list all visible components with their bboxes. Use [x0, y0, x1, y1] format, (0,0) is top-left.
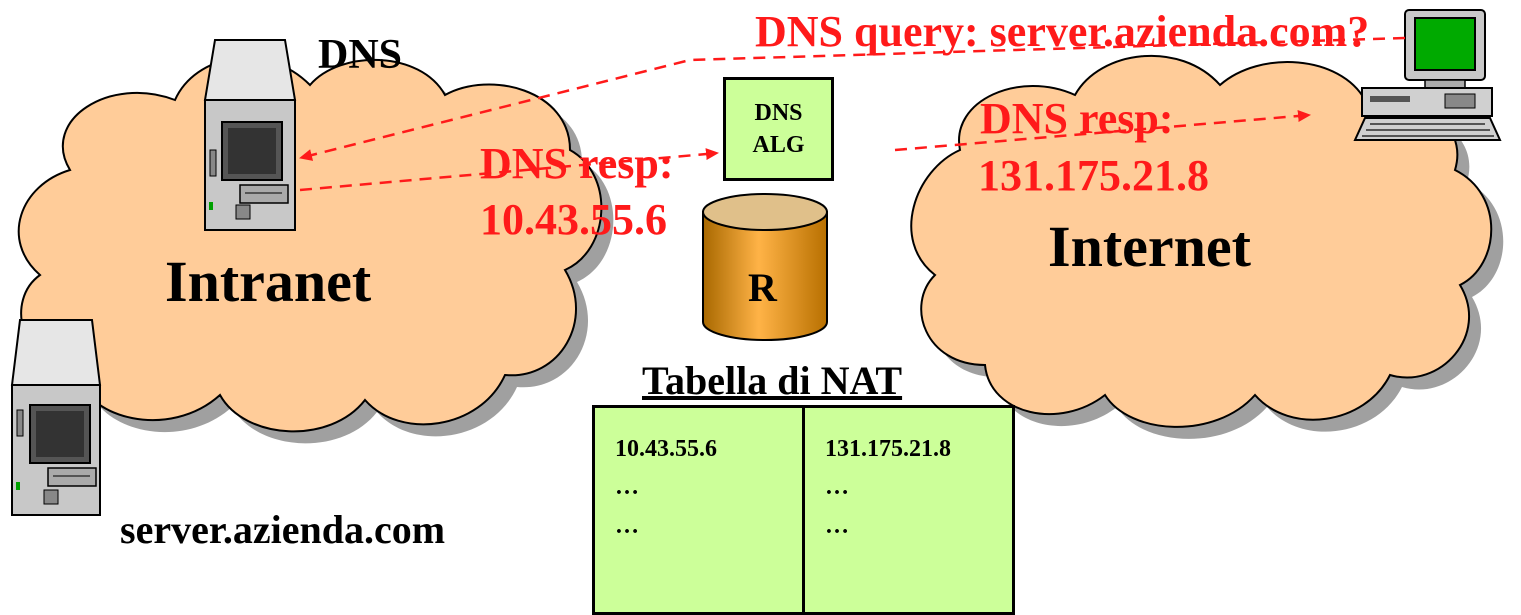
nat-internal-column: 10.43.55.6 … …: [595, 408, 802, 612]
router-label: R: [748, 265, 777, 310]
dns-query-message: DNS query: server.azienda.com?: [755, 7, 1370, 56]
external-response-arrow: [894, 110, 1311, 152]
nat-cell: 10.43.55.6: [615, 436, 717, 462]
client-computer-icon: [1353, 9, 1502, 141]
nat-dns-alg-diagram: DNS Intranet Internet server.azienda.com…: [10, 7, 1504, 615]
internet-cloud: [910, 54, 1504, 439]
external-resp-line1: DNS resp:: [980, 94, 1174, 143]
nat-table-title: Tabella di NAT: [642, 358, 903, 403]
dns-server-label: DNS: [318, 32, 403, 78]
internal-resp-line1: DNS resp:: [480, 139, 674, 188]
nat-external-column: 131.175.21.8 … …: [802, 408, 1012, 612]
intranet-label: Intranet: [165, 249, 372, 314]
internet-label: Internet: [1048, 214, 1251, 279]
nat-cell: …: [615, 474, 639, 501]
external-resp-address: 131.175.21.8: [978, 151, 1209, 200]
internal-response-arrow: [299, 148, 719, 192]
intranet-cloud: [17, 56, 614, 444]
router-database-icon: [702, 193, 828, 341]
web-server-icon: [10, 319, 102, 516]
dns-server-icon: [203, 39, 297, 231]
diagram-canvas: [10, 9, 1504, 516]
nat-table: 10.43.55.6 … … 131.175.21.8 … …: [592, 405, 1015, 615]
alg-line1: DNS: [754, 99, 803, 126]
dns-alg-box: DNS ALG: [723, 77, 834, 181]
internal-resp-address: 10.43.55.6: [480, 195, 667, 244]
query-arrow: [299, 36, 1406, 161]
nat-cell: …: [615, 512, 639, 539]
message-arrows: [299, 36, 1406, 192]
web-server-label: server.azienda.com: [120, 507, 446, 552]
nat-cell: 131.175.21.8: [825, 436, 951, 462]
alg-line2: ALG: [752, 132, 805, 158]
nat-cell: …: [825, 512, 849, 539]
nat-cell: …: [825, 474, 849, 501]
